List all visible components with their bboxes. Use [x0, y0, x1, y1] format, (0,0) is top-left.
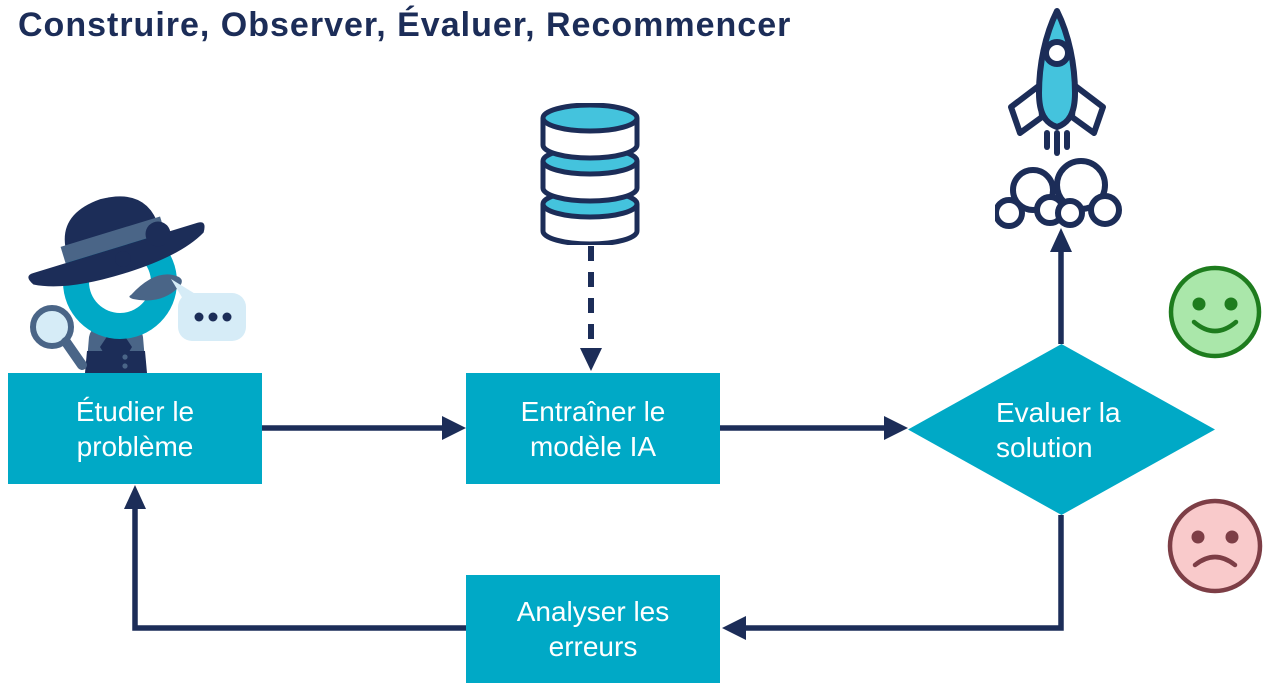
database-cylinder-top: [540, 103, 640, 161]
happy-face-icon: [1168, 265, 1262, 359]
node-label: Étudier le problème: [75, 395, 195, 462]
sad-face-icon: [1167, 498, 1263, 594]
rocket-smoke-clouds: [995, 158, 1122, 229]
rocket-exhaust-lines: [1044, 130, 1070, 156]
node-analyze-errors: Analyser les erreurs: [466, 575, 720, 683]
arrow-study-to-train: [262, 416, 466, 440]
rocket-icon: [995, 8, 1122, 229]
arrow-database-to-train: [580, 246, 602, 371]
node-label: Analyser les erreurs: [516, 596, 670, 662]
detective-icon: [28, 196, 246, 373]
detective-eyes: [115, 221, 171, 267]
arrow-analyze-to-study: [124, 485, 466, 631]
node-label: Entraîner le modèle IA: [520, 395, 666, 462]
rocket-body: [1036, 8, 1078, 130]
detective-mustache: [129, 274, 182, 301]
page-title: Construire, Observer, Évaluer, Recommenc…: [18, 6, 792, 44]
node-study-problem: Étudier le problème: [8, 373, 262, 484]
arrow-evaluate-to-analyze: [722, 515, 1064, 640]
node-train-model: Entraîner le modèle IA: [466, 373, 720, 484]
node-label: Evaluer la solution: [996, 396, 1121, 463]
arrow-evaluate-to-launch: [1050, 228, 1072, 344]
node-evaluate-solution: Evaluer la solution: [908, 344, 1215, 515]
database-icon: [540, 103, 640, 245]
speech-dots: [194, 312, 232, 322]
arrow-train-to-evaluate: [720, 416, 908, 440]
magnifier-icon: [30, 305, 87, 370]
rocket-window: [1043, 39, 1071, 67]
speech-bubble: [171, 279, 246, 341]
